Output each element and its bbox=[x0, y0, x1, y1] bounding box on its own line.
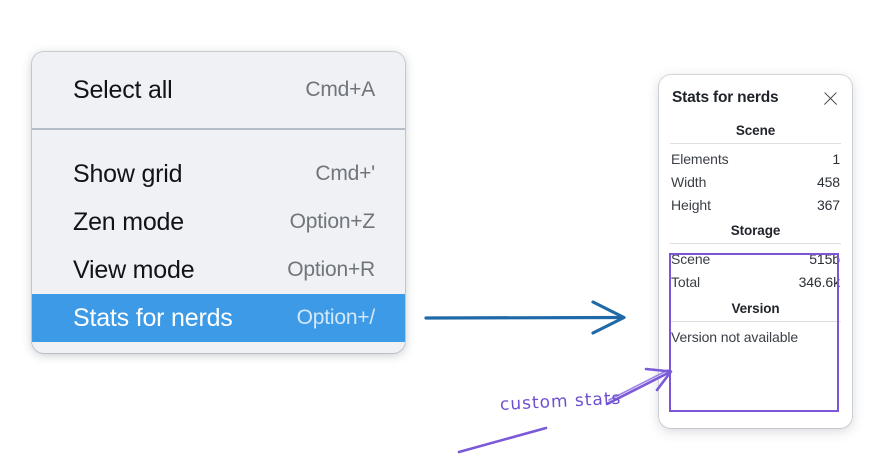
menu-group-bottom: Show grid Cmd+' Zen mode Option+Z View m… bbox=[32, 130, 405, 353]
version-status-text: Version not available bbox=[671, 329, 799, 345]
blue-arrow-annotation bbox=[424, 300, 626, 335]
section-heading-version: Version bbox=[731, 301, 780, 316]
menu-item-stats-for-nerds[interactable]: Stats for nerds Option+/ bbox=[32, 294, 405, 342]
menu-item-shortcut: Option+/ bbox=[296, 306, 376, 329]
stat-row-elements: Elements 1 bbox=[670, 147, 841, 170]
menu-item-label: Show grid bbox=[73, 159, 183, 188]
menu-item-show-grid[interactable]: Show grid Cmd+' bbox=[32, 150, 405, 198]
menu-item-shortcut: Option+R bbox=[287, 258, 375, 281]
close-icon[interactable] bbox=[822, 90, 839, 107]
section-divider bbox=[670, 321, 841, 322]
menu-item-label: Select all bbox=[73, 75, 173, 104]
menu-item-label: Stats for nerds bbox=[73, 303, 233, 332]
stats-panel-title: Stats for nerds bbox=[672, 89, 779, 106]
stat-label: Total bbox=[671, 273, 701, 290]
menu-item-select-all[interactable]: Select all Cmd+A bbox=[32, 66, 405, 114]
stat-value: 1 bbox=[832, 150, 840, 167]
stat-row-height: Height 367 bbox=[670, 193, 841, 216]
stat-value: 515b bbox=[809, 250, 840, 267]
section-divider bbox=[670, 143, 841, 144]
menu-item-shortcut: Cmd+A bbox=[305, 78, 375, 101]
stat-row-width: Width 458 bbox=[670, 170, 841, 193]
stat-row-storage-scene: Scene 515b bbox=[670, 247, 841, 270]
stat-row-storage-total: Total 346.6k bbox=[670, 270, 841, 293]
menu-item-label: View mode bbox=[73, 255, 195, 284]
menu-bottom-padding bbox=[32, 342, 405, 353]
menu-item-label: Zen mode bbox=[73, 207, 184, 236]
stats-panel-body: Stats for nerds Scene Elements 1 Width 4… bbox=[659, 75, 852, 349]
stat-label: Elements bbox=[671, 150, 729, 167]
section-heading-scene: Scene bbox=[735, 123, 776, 138]
stat-value: 346.6k bbox=[798, 273, 841, 290]
stat-value: 458 bbox=[816, 173, 840, 190]
stat-label: Height bbox=[671, 196, 711, 213]
stats-for-nerds-panel: Stats for nerds Scene Elements 1 Width 4… bbox=[659, 75, 852, 428]
menu-group-top: Select all Cmd+A bbox=[32, 52, 405, 128]
stat-label: Scene bbox=[671, 250, 711, 267]
section-heading-storage: Storage bbox=[730, 223, 781, 238]
menu-item-shortcut: Option+Z bbox=[289, 210, 376, 233]
stats-panel-header: Stats for nerds bbox=[670, 87, 841, 107]
menu-item-shortcut: Cmd+' bbox=[315, 162, 375, 185]
menu-item-zen-mode[interactable]: Zen mode Option+Z bbox=[32, 198, 405, 246]
menu-separator bbox=[32, 128, 405, 130]
menu-item-view-mode[interactable]: View mode Option+R bbox=[32, 246, 405, 294]
context-menu[interactable]: Select all Cmd+A Show grid Cmd+' Zen mod… bbox=[32, 52, 405, 353]
stat-value: 367 bbox=[816, 196, 840, 213]
section-divider bbox=[670, 243, 841, 244]
purple-underline-annotation bbox=[457, 426, 548, 454]
custom-stats-annotation-label: custom stats bbox=[499, 388, 622, 415]
stat-label: Width bbox=[671, 173, 707, 190]
